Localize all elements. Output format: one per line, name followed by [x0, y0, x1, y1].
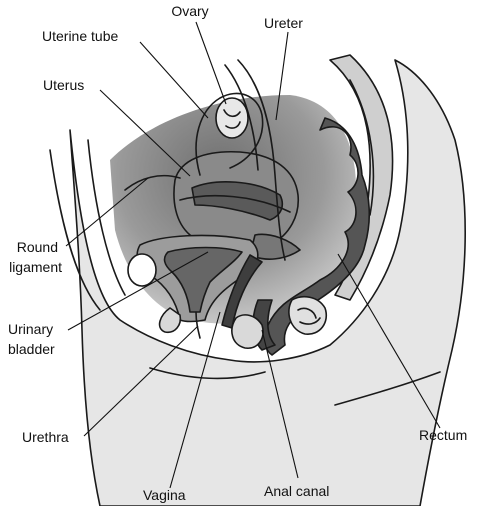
ureter-shape — [237, 59, 286, 261]
label-round-ligament-2: ligament — [9, 259, 62, 275]
leader-uterus — [99, 89, 191, 177]
leader-urinary-bladder — [67, 251, 209, 331]
ovary-shape — [215, 97, 249, 139]
sacrum — [329, 54, 394, 301]
leader-ureter — [275, 31, 289, 121]
ureter-shape-2 — [224, 64, 259, 171]
anal-sphincter-detail — [297, 307, 321, 325]
leader-ovary — [195, 21, 227, 105]
sacrum-inner — [349, 79, 375, 216]
label-anal-canal: Anal canal — [264, 483, 329, 499]
label-round-ligament-1: Round — [17, 239, 58, 255]
label-rectum: Rectum — [419, 427, 467, 443]
labia — [158, 307, 182, 334]
anal-sphincter — [288, 295, 327, 335]
abdominal-wall-outer — [49, 149, 101, 311]
round-ligament-shape — [124, 174, 181, 191]
urethra-shape — [195, 311, 201, 339]
label-urinary-bladder-1: Urinary — [8, 321, 53, 337]
thigh-line — [149, 367, 266, 380]
leader-round-ligament — [65, 177, 149, 247]
leader-lines — [65, 21, 441, 489]
leader-urethra — [83, 325, 199, 437]
label-uterus: Uterus — [43, 77, 84, 93]
label-urethra: Urethra — [22, 429, 69, 445]
pubic-bone — [127, 253, 157, 287]
label-ovary: Ovary — [171, 3, 208, 19]
cervix — [249, 233, 301, 260]
uterus-layer — [179, 194, 291, 213]
leader-vagina — [169, 311, 221, 489]
buttock-line — [334, 371, 441, 406]
leader-rectum — [337, 253, 441, 429]
leader-anal-canal — [261, 329, 299, 479]
label-ureter: Ureter — [264, 15, 303, 31]
abdominal-wall-inner — [87, 139, 126, 296]
uterine-cavity — [191, 181, 284, 221]
label-urinary-bladder-2: bladder — [8, 341, 55, 357]
label-uterine-tube: Uterine tube — [42, 28, 118, 44]
leader-uterine-tube — [139, 41, 209, 119]
label-vagina: Vagina — [143, 487, 186, 503]
ovary-texture — [223, 109, 241, 129]
perineal-body — [231, 314, 264, 349]
